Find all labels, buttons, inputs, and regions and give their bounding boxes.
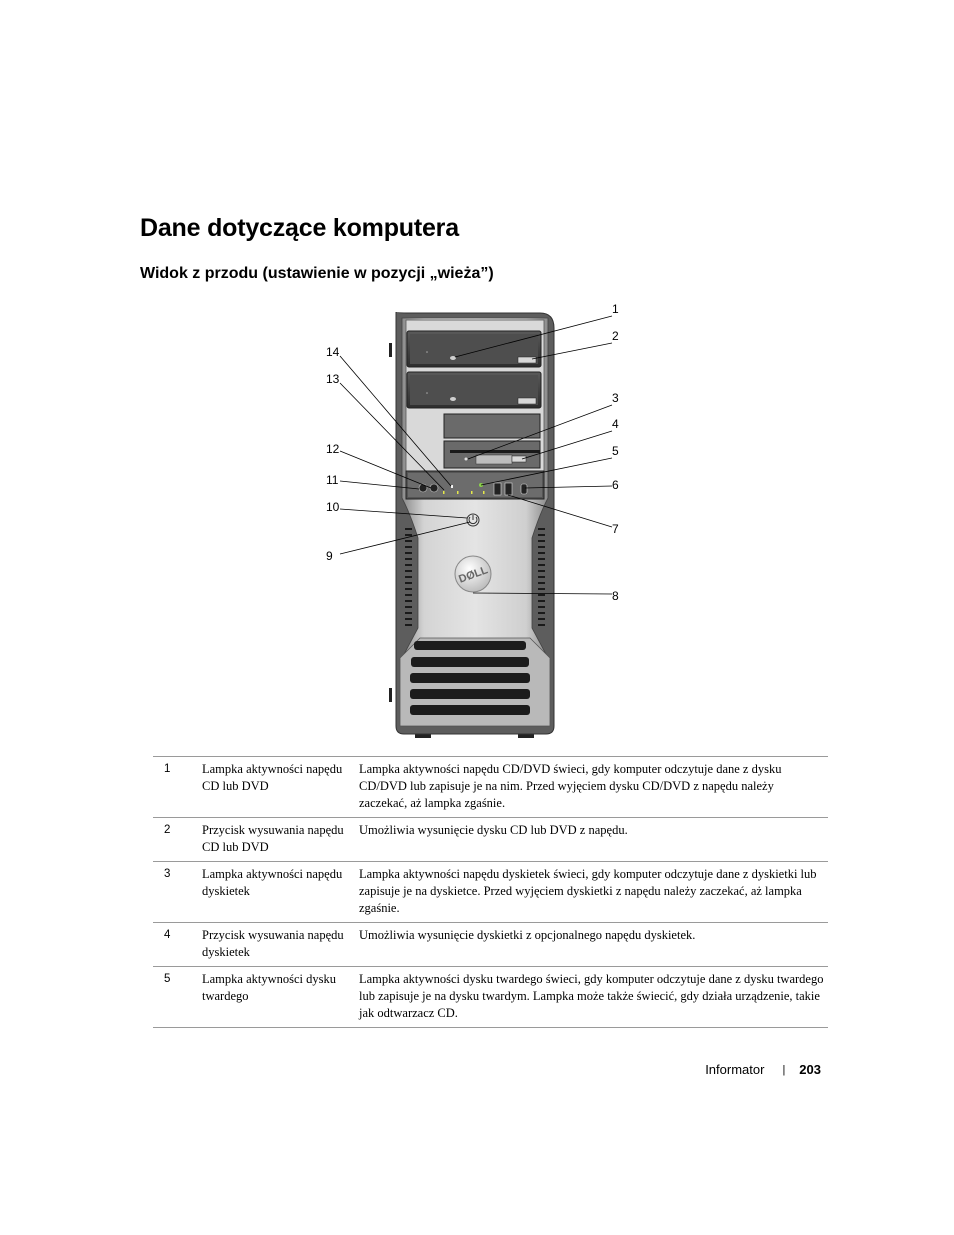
row-number: 1 [164,763,171,775]
component-description-table: 1 Lampka aktywności napędu CD lub DVD La… [153,756,828,1028]
ieee-1394-port [520,483,528,495]
callout-12: 12 [326,442,340,456]
network-link-light [451,485,453,488]
footer-separator: | [782,1063,786,1076]
headphone-port [429,483,439,493]
cd-activity-light [450,356,456,360]
component-description: Lampka aktywności napędu dyskietek świec… [359,867,817,915]
section-title: Widok z przodu (ustawienie w pozycji „wi… [140,265,494,282]
callout-8: 8 [612,589,619,603]
table-row: 5 Lampka aktywności dysku twardego Lampk… [153,966,828,1028]
callout-1: 1 [612,302,619,316]
footer-section-name: Informator [705,1062,765,1077]
table-row: 4 Przycisk wysuwania napędu dyskietek Um… [153,922,828,967]
component-description: Umożliwia wysunięcie dysku CD lub DVD z … [359,823,628,837]
table-row: 1 Lampka aktywności napędu CD lub DVD La… [153,756,828,818]
floppy-activity-light [464,457,468,461]
row-number: 3 [164,868,171,880]
callout-7: 7 [612,522,619,536]
component-description: Umożliwia wysunięcie dyskietki z opcjona… [359,928,696,942]
component-name: Przycisk wysuwania napędu CD lub DVD [202,823,344,854]
component-name: Lampka aktywności dysku twardego [202,972,337,1003]
component-description: Lampka aktywności dysku twardego świeci,… [359,972,824,1020]
page-number: 203 [799,1062,821,1077]
floppy-eject-button [511,455,527,463]
component-name: Lampka aktywności napędu CD lub DVD [202,762,343,793]
page-title: Dane dotyczące komputera [140,214,459,242]
callout-10: 10 [326,500,340,514]
dell-logo [454,555,492,593]
row-number: 2 [164,824,171,836]
microphone-port [418,483,428,493]
callout-13: 13 [326,372,340,386]
computer-front-view-figure: DØLL 1 2 3 [300,298,640,743]
row-number: 5 [164,973,171,985]
usb-port-1 [493,482,502,496]
callout-9: 9 [326,549,333,563]
callout-2: 2 [612,329,619,343]
callout-4: 4 [612,417,619,431]
callout-5: 5 [612,444,619,458]
component-name: Lampka aktywności napędu dyskietek [202,867,343,898]
page-footer: Informator | 203 [705,1062,821,1077]
front-vent-grille [410,641,530,715]
table-row: 2 Przycisk wysuwania napędu CD lub DVD U… [153,817,828,862]
table-row: 3 Lampka aktywności napędu dyskietek Lam… [153,861,828,923]
usb-port-2 [504,482,513,496]
computer-tower-illustration: DØLL 1 2 3 [326,302,619,738]
callout-6: 6 [612,478,619,492]
callout-14: 14 [326,345,340,359]
callout-3: 3 [612,391,619,405]
component-description: Lampka aktywności napędu CD/DVD świeci, … [359,762,782,810]
callout-11: 11 [326,473,339,487]
cd-eject-button [517,356,537,364]
row-number: 4 [164,929,171,941]
component-name: Przycisk wysuwania napędu dyskietek [202,928,344,959]
